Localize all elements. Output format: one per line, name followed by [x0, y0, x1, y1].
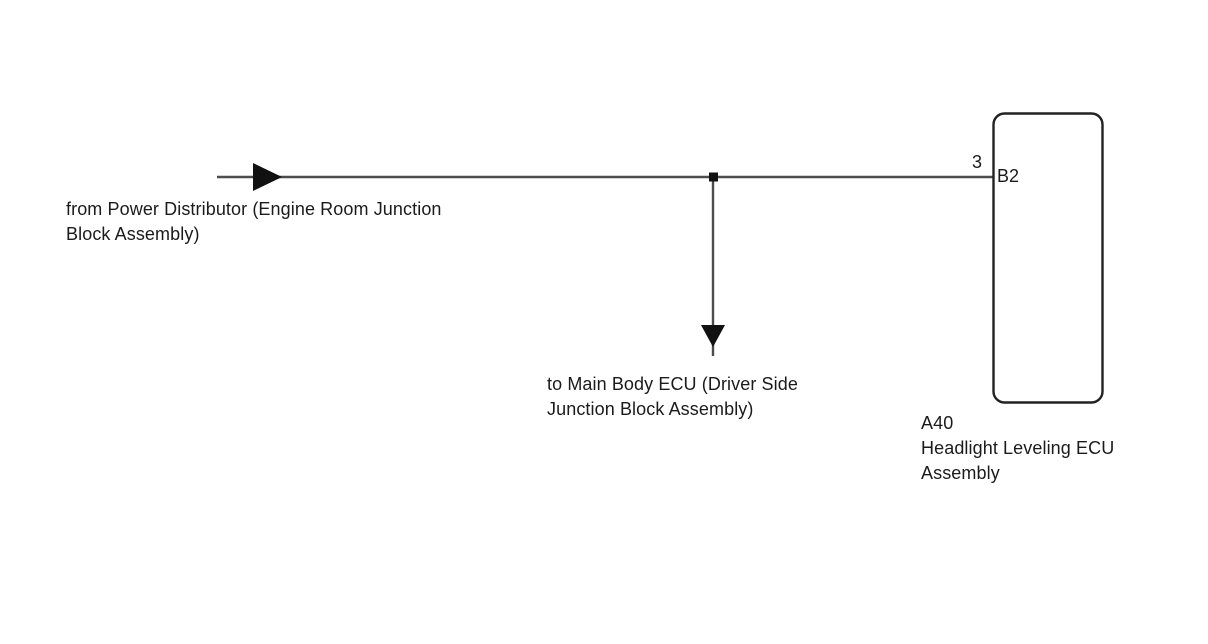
source-label: from Power Distributor (Engine Room Junc… — [66, 199, 442, 244]
arrow-down-icon — [701, 325, 725, 347]
branch-destination-label: to Main Body ECU (Driver Side Junction B… — [547, 374, 798, 419]
ecu-component-box — [992, 112, 1104, 404]
junction-dot-icon — [709, 172, 718, 182]
component-label: A40 Headlight Leveling ECU Assembly — [921, 413, 1115, 483]
pin-number-label: 3 — [972, 152, 983, 172]
arrow-right-icon — [253, 163, 282, 191]
connector-code-label: B2 — [997, 166, 1020, 186]
